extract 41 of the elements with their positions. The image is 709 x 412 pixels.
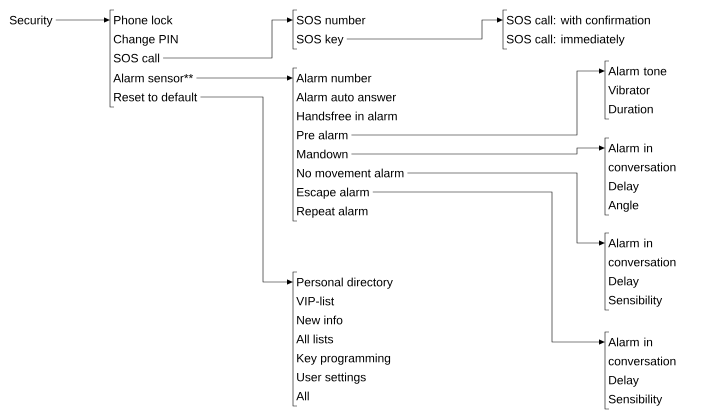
menu-item: Alarm in conversation	[608, 238, 676, 266]
menu-item: Alarm in conversation	[608, 338, 676, 366]
menu-item: Mandown	[297, 150, 348, 158]
menu-item: Vibrator	[608, 86, 650, 94]
menu-item: Alarm number	[296, 74, 372, 82]
menu-item: Delay	[609, 376, 639, 387]
menu-item: Repeat alarm	[297, 206, 368, 218]
menu-item: Handsfree in alarm	[297, 112, 397, 120]
menu-item: Duration	[609, 104, 653, 114]
menu-item: Delay	[609, 276, 639, 288]
menu-item: VIP-list	[296, 296, 334, 306]
menu-item: SOS call: immediately	[506, 34, 625, 46]
menu-item: Alarm tone	[608, 66, 666, 76]
menu-item: SOS call: with confirmation	[506, 16, 650, 24]
menu-item: User settings	[297, 372, 366, 384]
menu-item: Security	[10, 16, 53, 27]
arrow	[351, 145, 605, 154]
menu-item: SOS number	[296, 16, 366, 24]
menu-item: Reset to default	[114, 92, 198, 102]
arrow	[346, 17, 503, 40]
menu-item: Sensibility	[608, 296, 662, 307]
menu-item: Change PIN	[114, 34, 178, 46]
menu-item: All	[296, 392, 309, 400]
menu-item: All lists	[296, 334, 334, 344]
menu-item: Delay	[609, 182, 639, 193]
menu-item: Personal directory	[297, 278, 393, 289]
menu-item: SOS key	[296, 34, 344, 46]
arrow	[162, 17, 293, 58]
menu-item: SOS call	[114, 54, 160, 62]
menu-item: Pre alarm	[297, 130, 348, 140]
arrow	[351, 68, 605, 136]
menu-item: Escape alarm	[297, 188, 369, 199]
menu-item: Alarm in conversation	[608, 144, 676, 172]
menu-item: New info	[297, 316, 342, 324]
menu-item: Angle	[608, 200, 638, 212]
menu-item: Sensibility	[608, 394, 662, 406]
menu-item: No movement alarm	[297, 168, 404, 178]
menu-item: Alarm sensor**	[113, 74, 194, 82]
menu-item: Phone lock	[114, 16, 173, 24]
menu-item: Key programming	[297, 354, 390, 365]
menu-item: Alarm auto answer	[296, 92, 396, 102]
